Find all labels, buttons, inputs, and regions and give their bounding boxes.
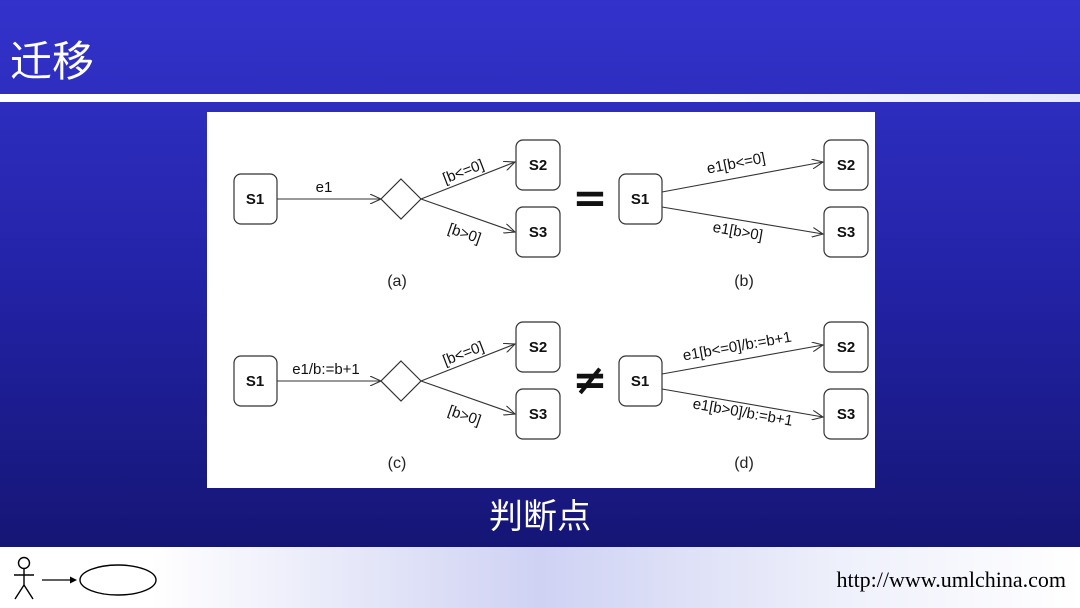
state-s2-c-label: S2: [529, 339, 547, 356]
edge-s1-to-s2-b: [661, 162, 823, 193]
choice-node-c: [380, 360, 422, 402]
transition-lower-label-d: e1[b>0]/b:=b+1: [691, 395, 794, 429]
edge-choice-to-s3-c: [420, 380, 515, 414]
state-s2-b: [823, 139, 869, 191]
state-s3-d: [823, 388, 869, 440]
state-s1-d: [618, 355, 663, 407]
edge-choice-to-s2-a: [420, 162, 515, 200]
state-s2-c: [515, 321, 561, 373]
actor-icon: [14, 556, 34, 600]
edge-choice-to-s2-c: [420, 344, 515, 382]
state-s1-b-label: S1: [631, 191, 649, 208]
edge-s1-to-s3-b: [661, 206, 823, 234]
title-divider: [0, 94, 1080, 102]
panel-d: S1 e1[b<=0]/b:=b+1 e1[b>0]/b:=b+1 S2 S3 …: [618, 321, 869, 472]
slide-title: 迁移: [10, 37, 95, 86]
uml-logo: [14, 556, 157, 600]
state-s2-d: [823, 321, 869, 373]
arrow-icon: [42, 576, 77, 584]
choice-node-a: [380, 178, 422, 220]
edge-trigger-label-c: e1/b:=b+1: [292, 361, 360, 378]
transition-upper-label-d: e1[b<=0]/b:=b+1: [682, 329, 793, 365]
panel-label-d: (d): [734, 455, 754, 472]
transition-figure: S1 e1 [b<=0] [b>0] S2 S3 (a) = S1 e1[b<=…: [207, 112, 875, 488]
state-s3-b: [823, 206, 869, 258]
figure-caption: 判断点: [489, 497, 591, 537]
not-equal-sign: ≠: [572, 355, 607, 404]
panel-label-b: (b): [734, 273, 754, 290]
transition-upper-label-b: e1[b<=0]: [705, 150, 766, 178]
state-s3-d-label: S3: [837, 406, 855, 423]
state-s1-b: [618, 173, 663, 225]
state-s1-a-label: S1: [246, 191, 264, 208]
use-case-icon: [79, 564, 157, 596]
panel-a: S1 e1 [b<=0] [b>0] S2 S3 (a): [233, 139, 561, 290]
state-s3-c: [515, 388, 561, 440]
state-s3-c-label: S3: [529, 406, 547, 423]
edge-s1-to-s3-d: [661, 388, 823, 417]
footer-bar: http://www.umlchina.com: [0, 547, 1080, 608]
equals-sign: =: [572, 173, 607, 222]
footer-url[interactable]: http://www.umlchina.com: [836, 567, 1066, 592]
state-s1-c-label: S1: [246, 373, 264, 390]
guard-lower-label-c: [b>0]: [446, 402, 483, 429]
state-s2-a: [515, 139, 561, 191]
state-s2-a-label: S2: [529, 157, 547, 174]
state-s3-b-label: S3: [837, 224, 855, 241]
state-s2-b-label: S2: [837, 157, 855, 174]
panel-c: S1 e1/b:=b+1 [b<=0] [b>0] S2 S3 (c): [233, 321, 561, 472]
transition-diagram: S1 e1 [b<=0] [b>0] S2 S3 (a) = S1 e1[b<=…: [233, 139, 869, 472]
state-s3-a-label: S3: [529, 224, 547, 241]
panel-label-c: (c): [388, 455, 407, 472]
edge-trigger-label-a: e1: [316, 179, 333, 196]
edge-choice-to-s3-a: [420, 198, 515, 232]
state-s2-d-label: S2: [837, 339, 855, 356]
guard-lower-label-a: [b>0]: [446, 220, 483, 247]
state-s1-d-label: S1: [631, 373, 649, 390]
edge-s1-to-s2-d: [661, 345, 823, 375]
panel-b: S1 e1[b<=0] e1[b>0] S2 S3 (b): [618, 139, 869, 290]
panel-label-a: (a): [387, 273, 407, 290]
state-s3-a: [515, 206, 561, 258]
